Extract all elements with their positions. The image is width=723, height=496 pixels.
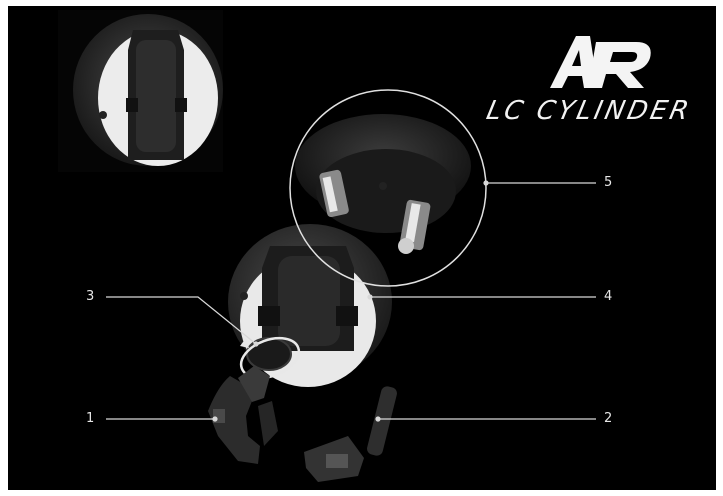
callout-4: 4 [604,289,612,304]
callout-3: 3 [86,289,94,304]
callout-2: 2 [604,411,612,426]
callout-5: 5 [604,175,612,190]
part-1-clamp [208,366,278,464]
callout-1: 1 [86,411,94,426]
part-2-key [304,385,398,482]
diagram-canvas: LC CYLINDER [8,6,716,490]
